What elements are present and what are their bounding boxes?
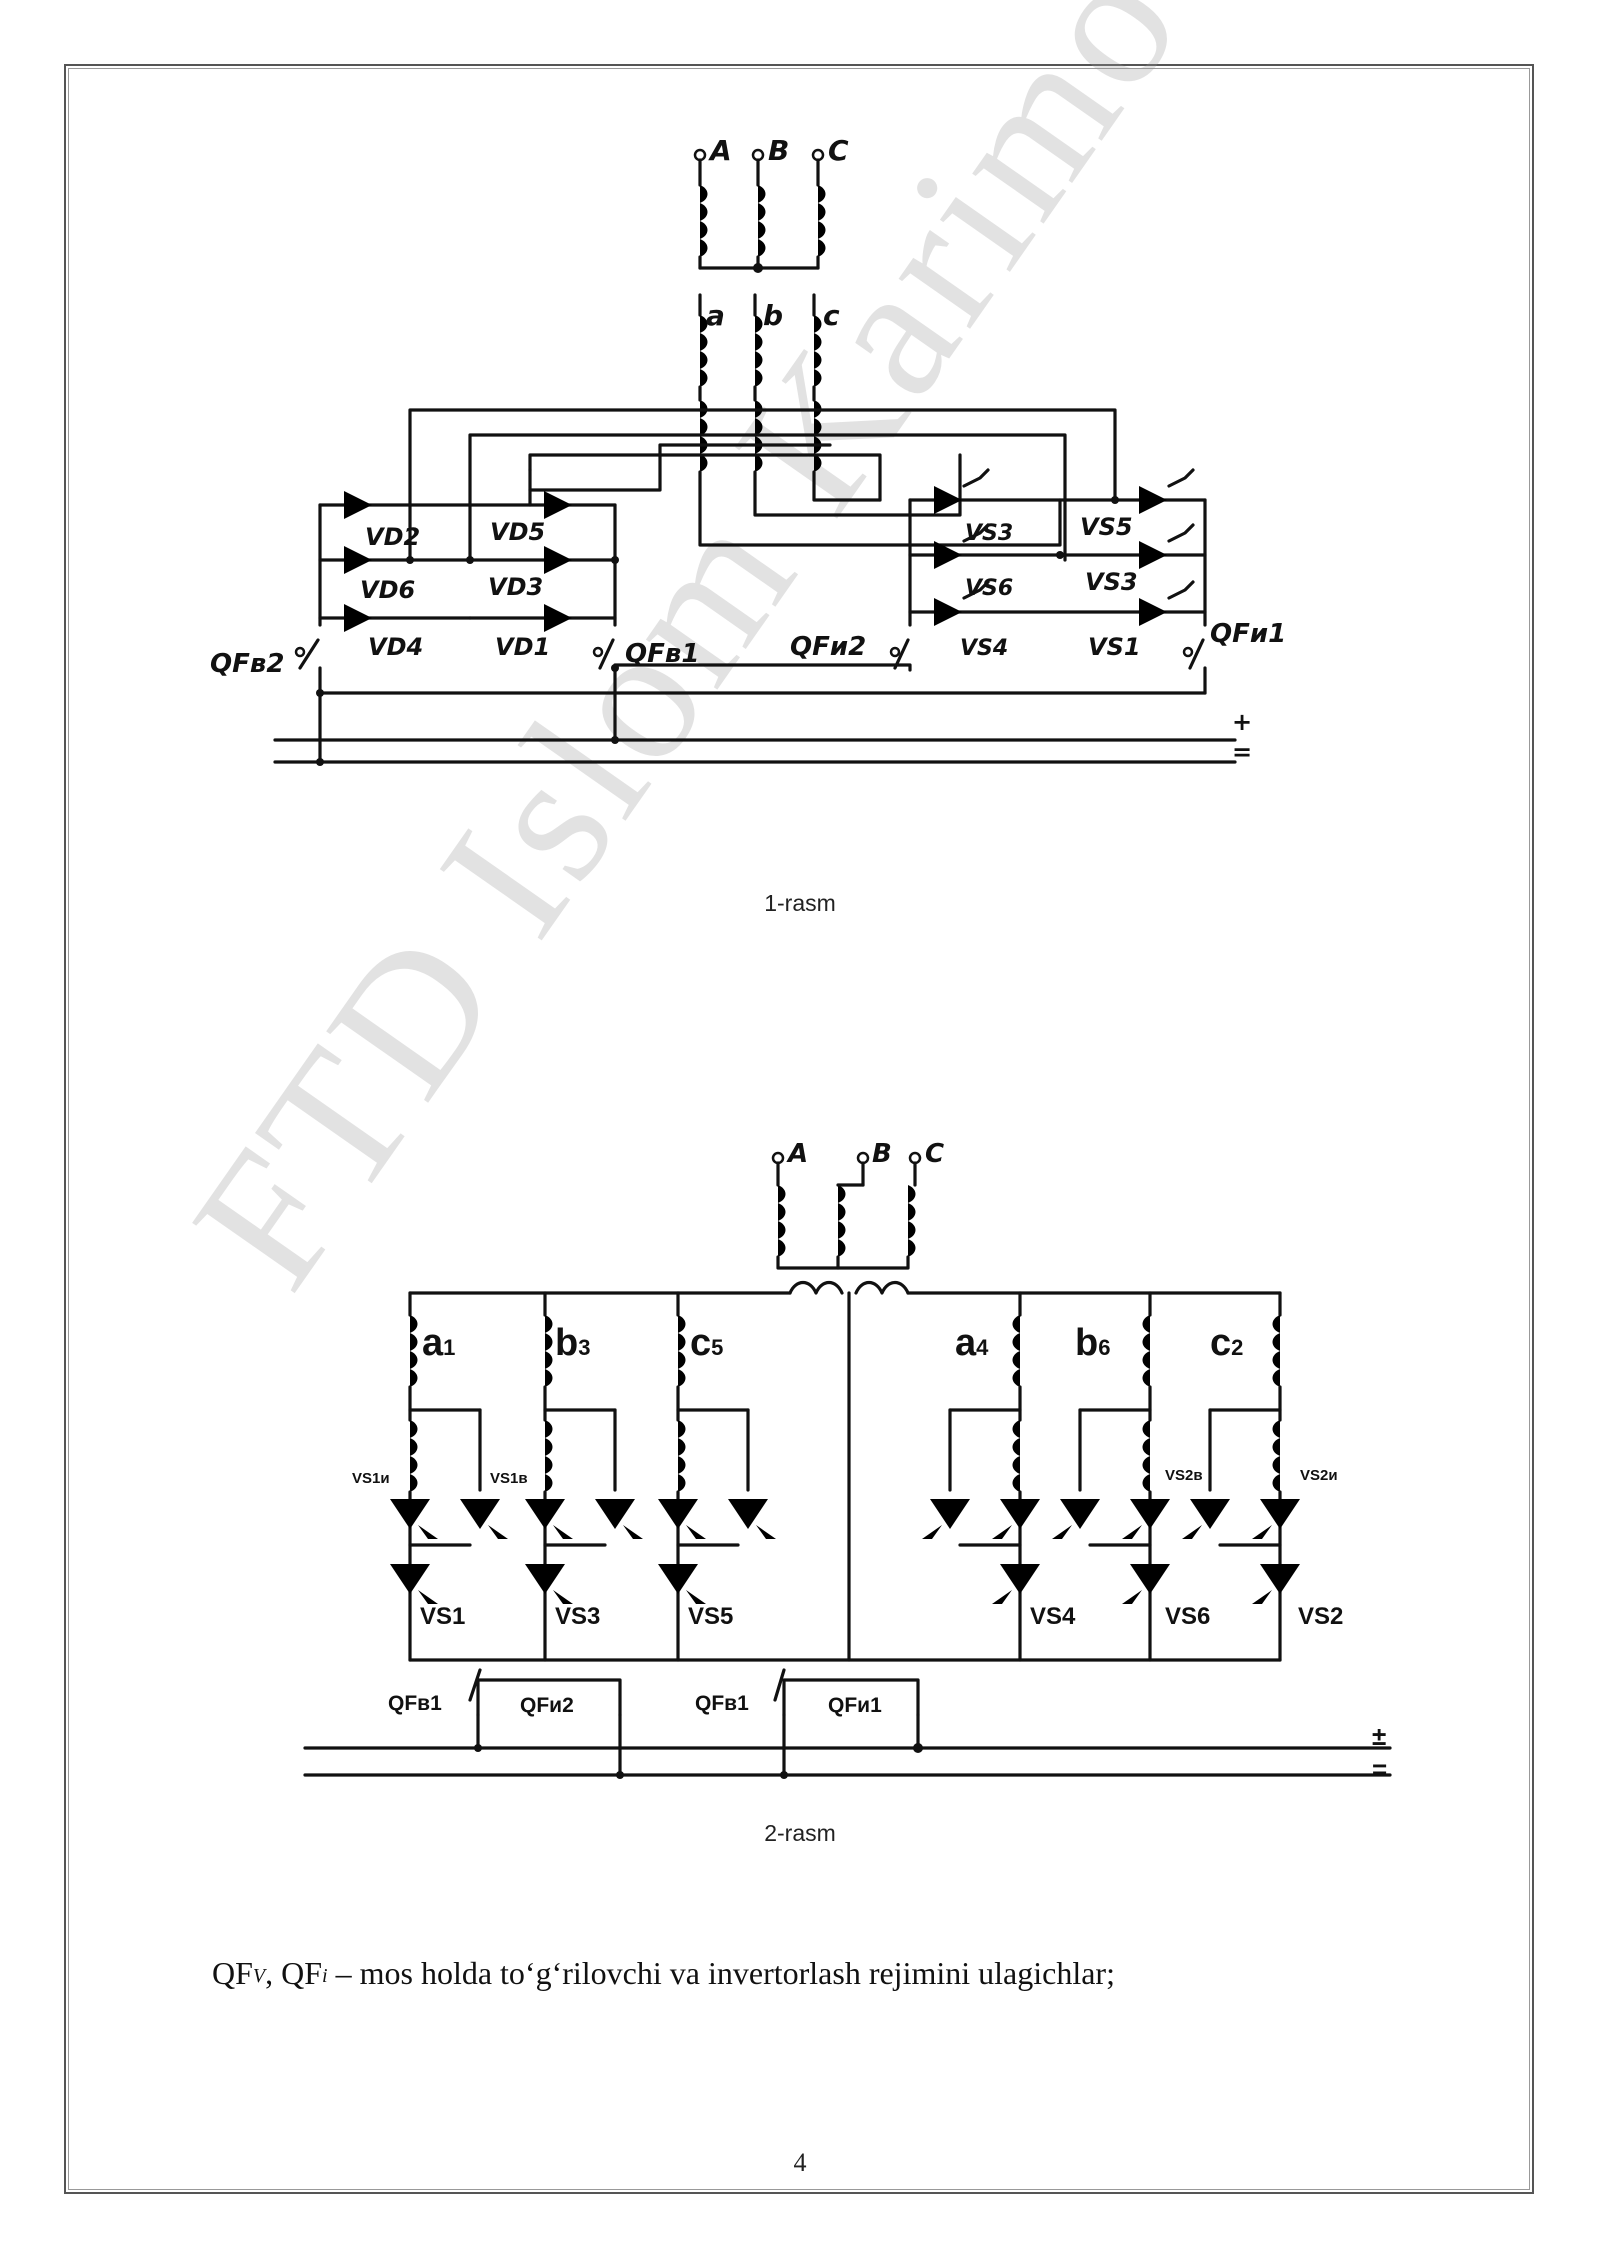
fig1-phase-b: b xyxy=(763,299,783,332)
fig1-thyristor-VS1: VS1 xyxy=(1088,633,1141,661)
fig1-diode-VD1: VD1 xyxy=(495,633,550,661)
fig2-winding-c5: c5 xyxy=(690,1322,723,1364)
fig1-switch-QFi2: QFи2 xyxy=(790,632,866,662)
fig2-thyristor-VS5: VS5 xyxy=(688,1603,733,1630)
fig1-thyristor-VS4: VS4 xyxy=(960,636,1008,661)
fig2-winding-c2: c2 xyxy=(1210,1322,1243,1364)
legend-sep: , xyxy=(265,1955,282,1991)
fig1-switch-QFv2: QFв2 xyxy=(210,649,284,679)
figure2-caption: 2-rasm xyxy=(764,1820,836,1846)
fig2-thyristor-VS1v: VS1в xyxy=(490,1470,528,1487)
fig1-phase-a: a xyxy=(706,299,725,332)
fig2-winding-a1: a1 xyxy=(422,1322,455,1364)
fig2-bus-minus: = xyxy=(1372,1754,1387,1784)
fig1-diode-VD4: VD4 xyxy=(368,633,423,661)
fig2-switch-QFv1-right: QFв1 xyxy=(695,1692,749,1715)
fig1-diode-VD2: VD2 xyxy=(365,523,420,551)
legend-sub2: i xyxy=(322,1965,328,1987)
fig1-diode-VD3: VD3 xyxy=(488,573,543,601)
fig2-phase-B: B xyxy=(872,1139,892,1169)
fig1-diode-VD5: VD5 xyxy=(490,518,545,546)
fig2-phase-C: C xyxy=(925,1139,944,1169)
fig2-winding-a4: a4 xyxy=(955,1322,989,1364)
fig2-thyristor-VS4: VS4 xyxy=(1030,1603,1076,1630)
figure1-schematic xyxy=(273,148,1237,766)
fig2-switch-QFi2: QFи2 xyxy=(520,1694,574,1717)
fig1-thyristor-VS5: VS5 xyxy=(1080,513,1133,541)
figure2-schematic xyxy=(303,1151,1392,1779)
fig2-switch-QFi1: QFи1 xyxy=(828,1694,882,1717)
fig1-switch-QFv1: QFв1 xyxy=(625,639,699,669)
legend-qf1: QF xyxy=(212,1955,253,1991)
page-number: 4 xyxy=(793,2148,807,2177)
fig2-thyristor-VS2i: VS2и xyxy=(1300,1467,1338,1484)
legend-sub1: V xyxy=(252,1965,266,1987)
fig1-phase-C: C xyxy=(828,134,849,167)
page-frame xyxy=(64,64,1534,2194)
figure1-labels: A B C a b c VD2 VD6 VD4 VD5 VD3 VD1 VS3 … xyxy=(210,134,1286,766)
fig2-thyristor-VS2v: VS2в xyxy=(1165,1467,1203,1484)
fig2-winding-b3: b3 xyxy=(555,1322,590,1364)
fig1-bus-minus: = xyxy=(1232,738,1252,766)
fig2-winding-b6: b6 xyxy=(1075,1322,1110,1364)
fig2-thyristor-VS1: VS1 xyxy=(420,1603,465,1630)
fig2-phase-A: A xyxy=(786,1139,808,1169)
fig1-bus-plus: + xyxy=(1232,708,1252,736)
fig2-bus-plus: ± xyxy=(1372,1721,1386,1751)
legend-text: – mos holda to‘g‘rilovchi va invertorlas… xyxy=(327,1955,1115,1991)
figure1-caption: 1-rasm xyxy=(764,890,836,916)
fig1-thyristor-VS6: VS6 xyxy=(965,576,1013,601)
fig2-switch-QFv1-left: QFв1 xyxy=(388,1692,442,1715)
fig2-thyristor-VS3: VS3 xyxy=(555,1603,600,1630)
fig1-thyristor-VS3a: VS3 xyxy=(965,521,1013,546)
legend-qf2: QF xyxy=(281,1955,323,1991)
fig2-thyristor-VS2: VS2 xyxy=(1298,1603,1343,1630)
fig1-phase-c: c xyxy=(823,299,840,332)
fig1-thyristor-VS3b: VS3 xyxy=(1085,568,1138,596)
fig2-thyristor-VS6: VS6 xyxy=(1165,1603,1210,1630)
fig1-phase-A: A xyxy=(708,134,732,167)
legend-paragraph: QFV, QFi – mos holda to‘g‘rilovchi va in… xyxy=(212,1955,1115,1992)
fig1-diode-VD6: VD6 xyxy=(360,576,415,604)
figure2-labels: A B C a1 b3 c5 a4 b6 c2 VS1и VS1в VS2в V… xyxy=(352,1139,1387,1784)
fig1-switch-QFi1: QFи1 xyxy=(1210,619,1286,649)
fig1-phase-B: B xyxy=(768,134,789,167)
fig2-thyristor-VS1i: VS1и xyxy=(352,1470,390,1487)
